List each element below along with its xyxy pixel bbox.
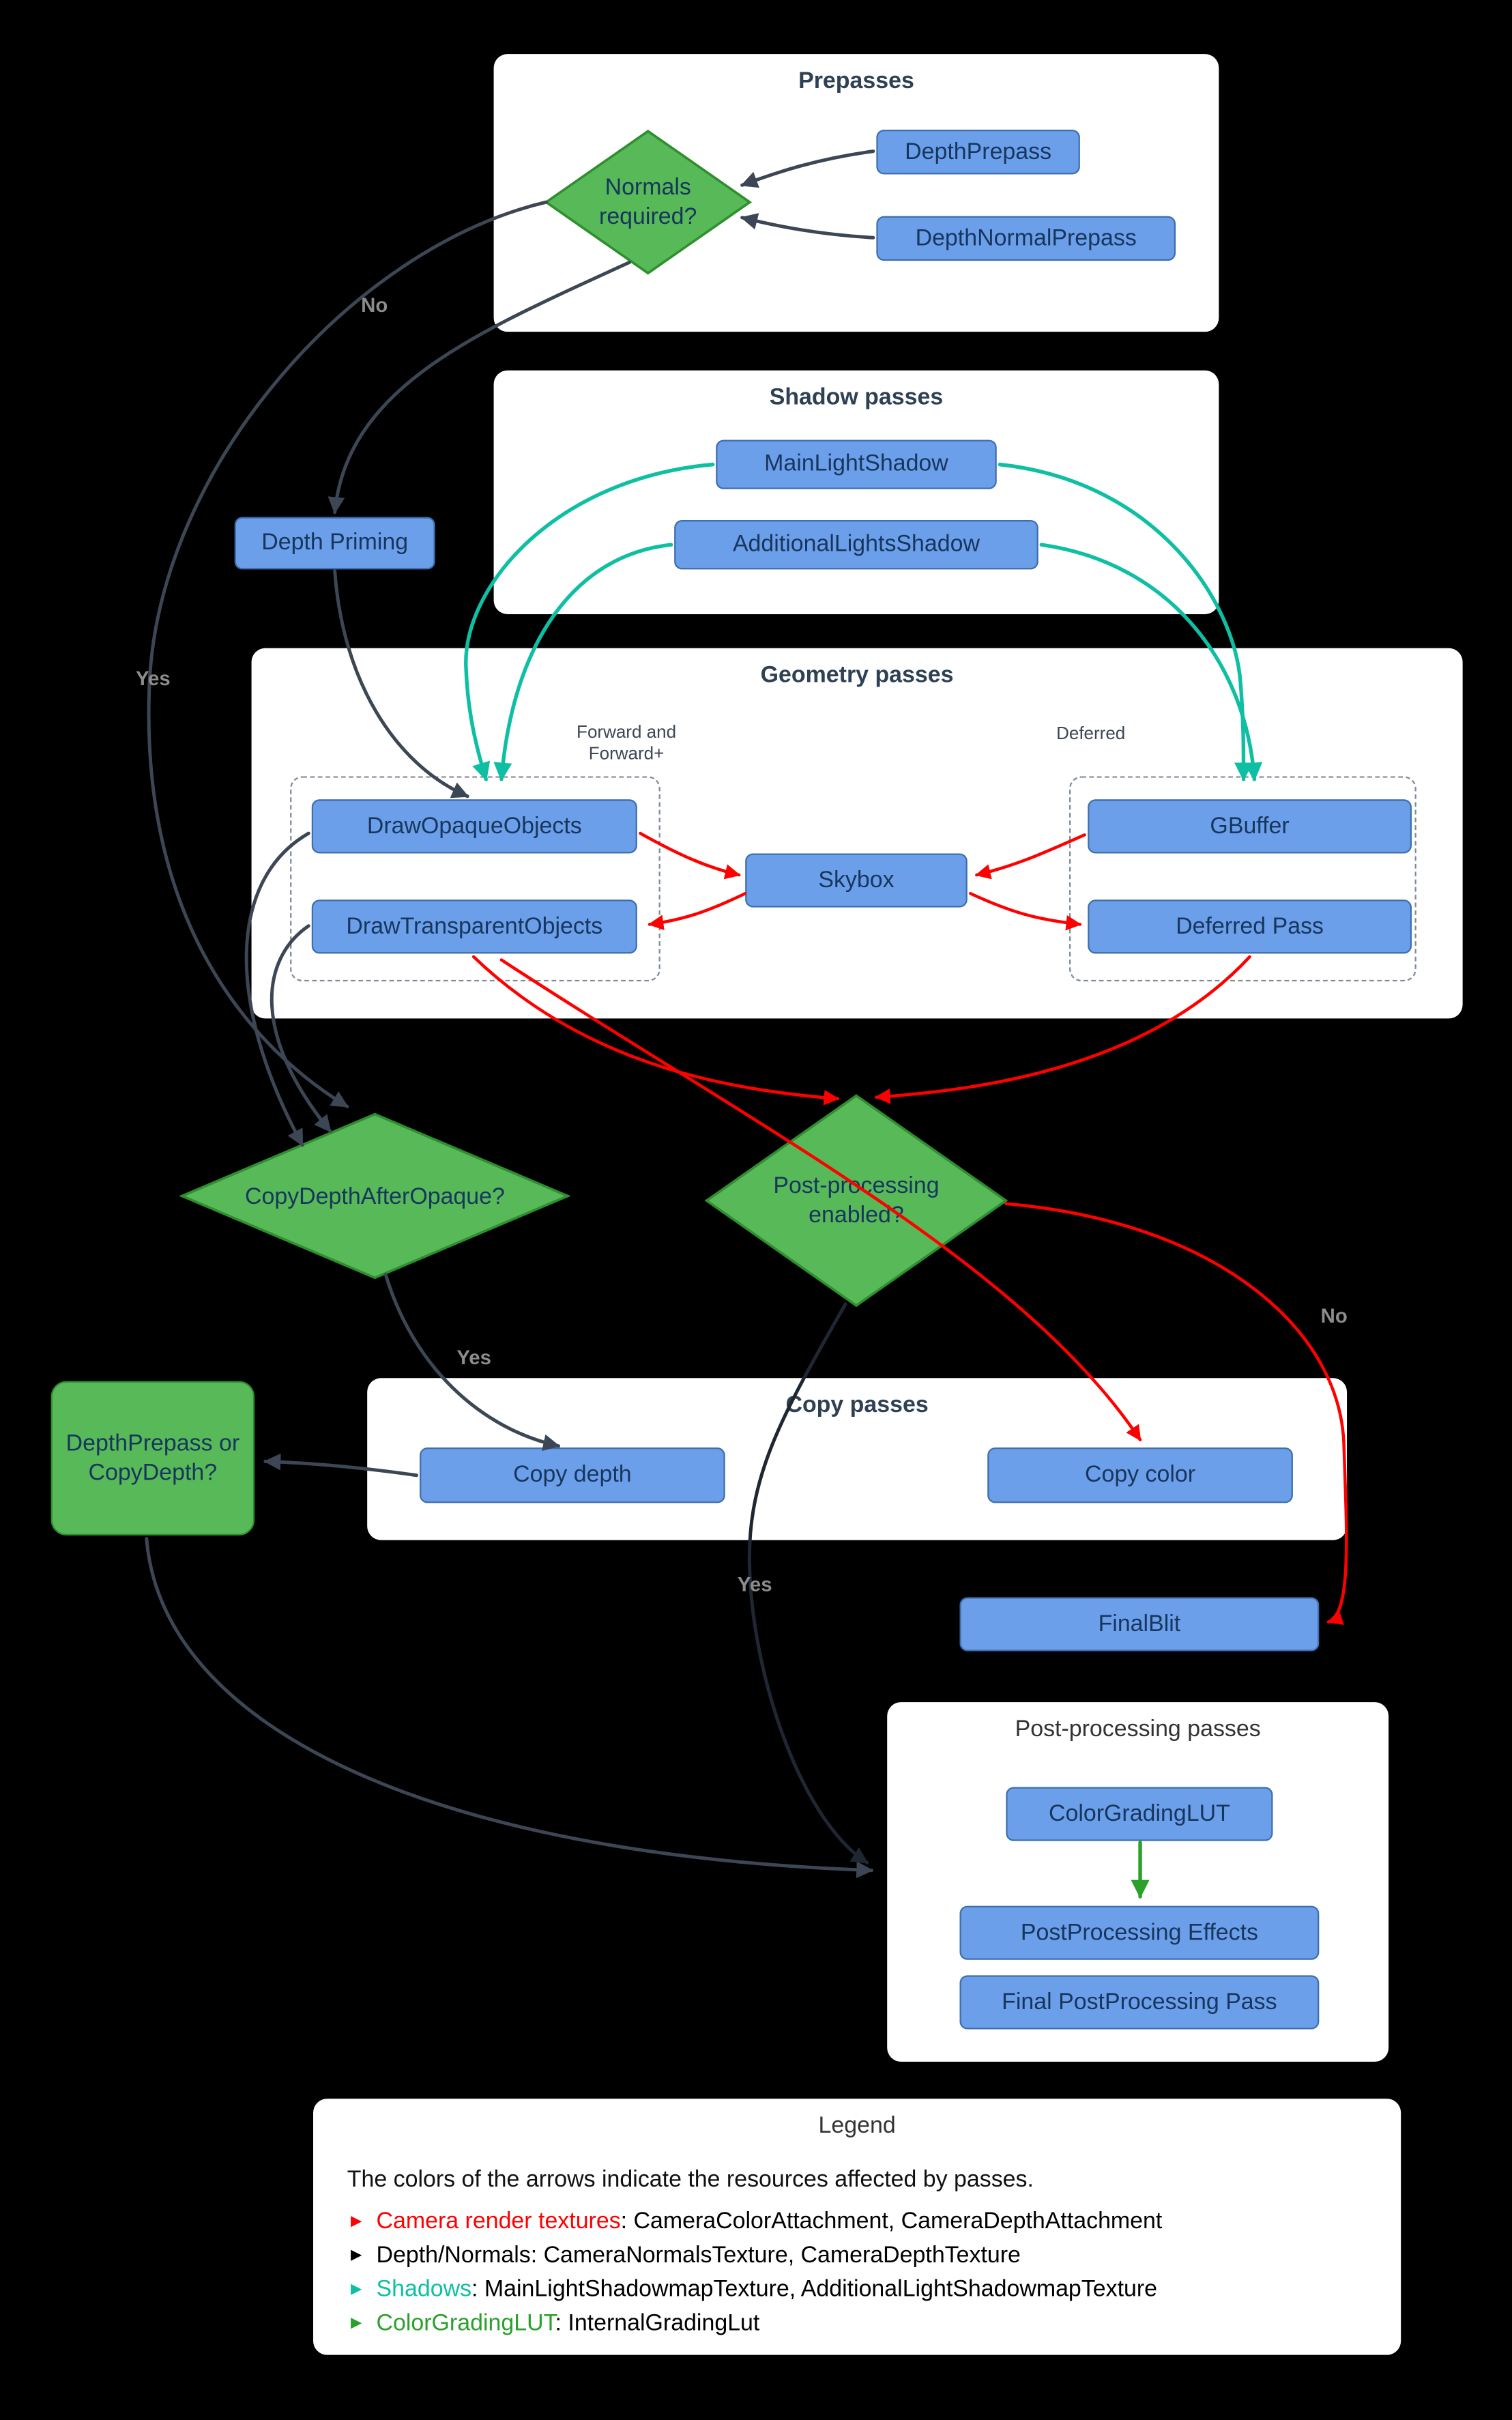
post-processing-passes-title: Post-processing passes (1015, 1716, 1261, 1742)
legend-panel: Legend The colors of the arrows indicate… (313, 2099, 1401, 2355)
prepasses-title: Prepasses (798, 68, 914, 94)
edge-label-post-yes: Yes (737, 1572, 772, 1596)
legend-intro: The colors of the arrows indicate the re… (347, 2166, 1034, 2193)
legend-item-depth-normals: ►Depth/Normals: CameraNormalsTexture, Ca… (347, 2242, 1021, 2268)
node-drawtransparentobjects: DrawTransparentObjects (311, 899, 637, 954)
forward-zone-label: Forward and Forward+ (577, 723, 677, 764)
edge-label-normals-yes: Yes (135, 666, 171, 690)
legend-title: Legend (818, 2112, 896, 2140)
node-copy-depth: Copy depth (420, 1447, 725, 1503)
node-drawopaqueobjects: DrawOpaqueObjects (311, 799, 637, 854)
edge-label-copydepth-yes: Yes (456, 1345, 492, 1369)
deferred-zone-label: Deferred (1056, 725, 1126, 744)
node-mainlightshadow: MainLightShadow (716, 440, 997, 489)
node-additionallightsshadow: AdditionalLightsShadow (674, 520, 1038, 570)
node-copy-color: Copy color (987, 1447, 1293, 1503)
node-depthprepass-or-copydepth: DepthPrepass or CopyDepth? (50, 1381, 255, 1536)
legend-item-shadows: ►Shadows: MainLightShadowmapTexture, Add… (347, 2276, 1158, 2303)
node-deferred-pass: Deferred Pass (1088, 899, 1412, 954)
node-colorgradinglut: ColorGradingLUT (1006, 1787, 1273, 1841)
edge-label-post-no: No (1320, 1303, 1348, 1327)
shadow-passes-panel: Shadow passes (493, 370, 1219, 614)
post-processing-enabled-label: Post-processing enabled? (773, 1172, 940, 1228)
node-gbuffer: GBuffer (1088, 799, 1412, 854)
node-depth-priming: Depth Priming (234, 517, 435, 570)
edge-label-normals-no: No (361, 293, 388, 317)
black-arrow-bullet-icon: ► (347, 2243, 366, 2266)
node-depthprepass: DepthPrepass (876, 129, 1080, 175)
copy-passes-title: Copy passes (785, 1392, 929, 1419)
legend-item-camera-render-textures: ►Camera render textures: CameraColorAtta… (347, 2208, 1163, 2235)
node-finalblit: FinalBlit (959, 1597, 1320, 1652)
node-final-postprocessing-pass: Final PostProcessing Pass (959, 1975, 1320, 2030)
shadow-passes-title: Shadow passes (769, 384, 944, 411)
teal-arrow-bullet-icon: ► (347, 2277, 366, 2300)
node-postprocessing-effects: PostProcessing Effects (959, 1905, 1320, 1960)
node-skybox: Skybox (745, 853, 968, 908)
legend-item-colorgradinglut: ►ColorGradingLUT: InternalGradingLut (347, 2310, 760, 2337)
red-arrow-bullet-icon: ► (347, 2210, 366, 2232)
green-arrow-bullet-icon: ► (347, 2311, 366, 2333)
geometry-passes-title: Geometry passes (760, 662, 954, 689)
normals-required-label: Normals required? (599, 174, 697, 230)
copydepthafteropaque-label: CopyDepthAfterOpaque? (245, 1183, 505, 1210)
node-depthnormalprepass: DepthNormalPrepass (876, 216, 1176, 261)
